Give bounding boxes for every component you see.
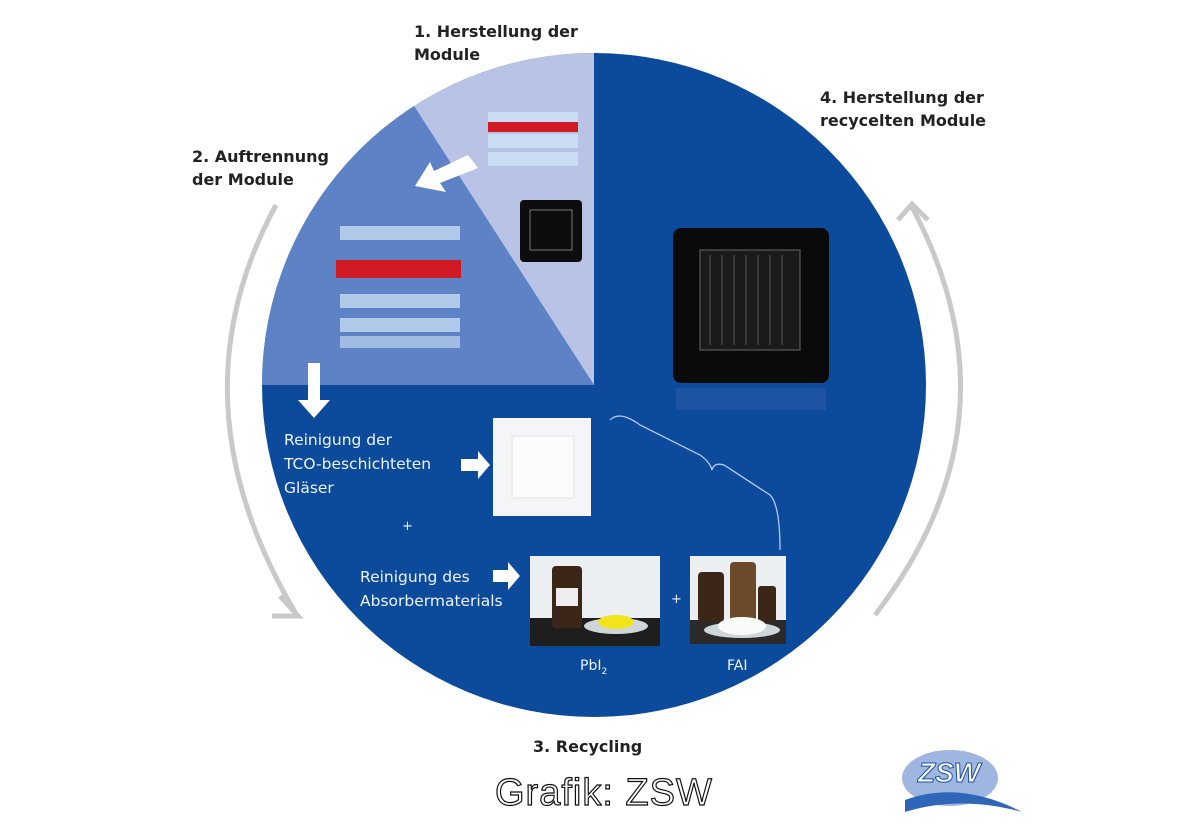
module-stack-illustration	[488, 112, 578, 166]
arrow-right-absorber-icon	[493, 562, 520, 590]
zsw-logo: ZSW	[902, 750, 1022, 812]
step2-label: 2. Auftrennung der Module	[192, 145, 329, 191]
pbi2-base: PbI	[580, 658, 602, 674]
glass-line2: TCO-beschichteten	[284, 455, 432, 473]
recycled-module-photo	[673, 228, 829, 410]
fai-photo	[690, 556, 786, 644]
arrow-down-icon	[298, 363, 330, 418]
separated-layers-illustration	[336, 226, 461, 348]
pbi2-label: PbI2	[580, 654, 607, 684]
plus-sign: +	[402, 519, 413, 534]
step1-line1: 1. Herstellung der	[414, 22, 578, 41]
cycle-arrow-right	[873, 200, 963, 617]
step1-line2: Module	[414, 45, 481, 64]
image-credit: Grafik: ZSW	[494, 771, 713, 814]
step4-label: 4. Herstellung der recycelten Module	[820, 86, 986, 132]
pbi2-sub: 2	[601, 666, 608, 677]
small-module-photo	[520, 200, 582, 262]
arrow-right-glass-icon	[461, 451, 490, 479]
glass-cleaning-text: Reinigung der TCO-beschichteten Gläser	[284, 428, 431, 500]
step3-label: 3. Recycling	[533, 737, 643, 756]
svg-text:ZSW: ZSW	[917, 757, 983, 788]
step4-line1: 4. Herstellung der	[820, 88, 984, 107]
cycle-arrow-left	[224, 203, 304, 619]
plus-sign-2: +	[671, 592, 682, 607]
glass-line3: Gläser	[284, 479, 334, 497]
arrow-to-separation-icon	[415, 155, 478, 192]
absorber-line2: Absorbermaterials	[360, 592, 503, 610]
segment-separation	[262, 106, 594, 385]
step2-line1: 2. Auftrennung	[192, 147, 329, 166]
fai-label: FAI	[727, 658, 748, 674]
absorber-cleaning-text: Reinigung des Absorbermaterials	[360, 565, 503, 613]
glass-line1: Reinigung der	[284, 431, 393, 449]
absorber-line1: Reinigung des	[360, 568, 470, 586]
step4-line2: recycelten Module	[820, 111, 987, 130]
step1-label: 1. Herstellung der Module	[414, 20, 578, 66]
step2-line2: der Module	[192, 170, 294, 189]
brace-connector	[609, 415, 781, 551]
pbi2-photo	[530, 556, 660, 646]
